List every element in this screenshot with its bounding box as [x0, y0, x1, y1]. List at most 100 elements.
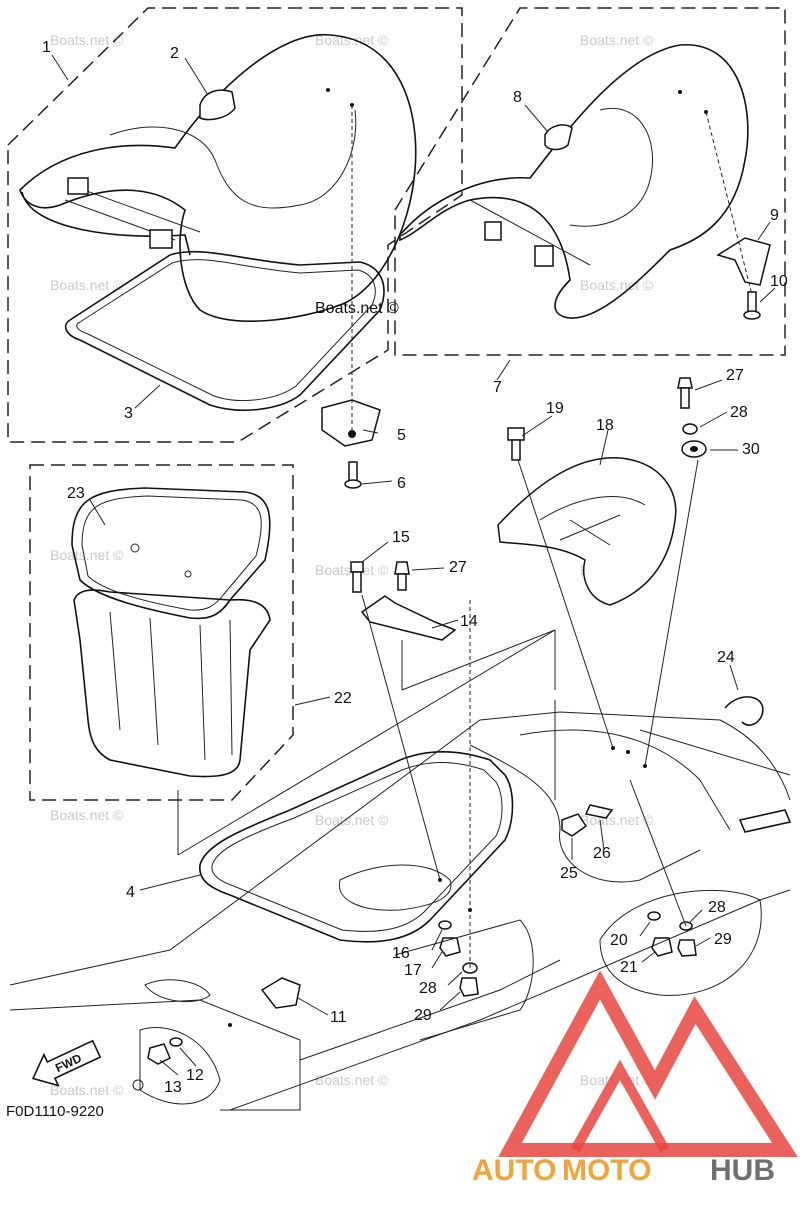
leader	[431, 929, 443, 951]
leader	[297, 997, 329, 1016]
group-boxes	[7, 7, 786, 801]
leader	[431, 619, 459, 629]
seat-seal-deck-inner	[211, 762, 503, 932]
nut	[147, 1043, 171, 1065]
leader	[139, 874, 201, 891]
washer	[438, 920, 452, 930]
bolt	[507, 427, 525, 441]
storage-box-body	[73, 589, 271, 778]
ref-line	[705, 111, 753, 296]
handle-cover	[497, 457, 677, 606]
storage-box-hole	[130, 543, 140, 553]
storage-box	[71, 487, 271, 778]
leader	[757, 221, 771, 241]
watermark: Boats.net ©	[50, 807, 124, 823]
hook-pin	[677, 377, 693, 389]
callout-28-right: 28	[708, 899, 726, 916]
deck-recess	[394, 919, 534, 1041]
nut	[439, 937, 461, 957]
leader	[294, 696, 331, 706]
callout-18: 18	[596, 417, 614, 434]
callout-7: 7	[493, 379, 502, 396]
leader	[695, 937, 711, 947]
rear-seat-group-box	[7, 7, 463, 443]
callout-27-center: 27	[449, 559, 467, 576]
rear-seat-hook	[149, 229, 173, 249]
leader	[641, 951, 656, 963]
ref-line	[517, 459, 614, 749]
ref-line	[644, 459, 699, 767]
hook-pin-stem	[397, 573, 407, 591]
seal-outer	[64, 250, 385, 411]
leader	[599, 819, 605, 851]
logo-text-moto: MOTO	[562, 1154, 651, 1187]
leader	[639, 921, 651, 937]
handle-cover-detail	[539, 496, 646, 546]
callout-16: 16	[392, 945, 410, 962]
deck-hole	[228, 1023, 232, 1027]
leader	[159, 1059, 179, 1076]
ref-line	[401, 629, 556, 691]
ref-line	[177, 629, 556, 856]
leader	[89, 499, 106, 526]
storage-box-group-box	[29, 464, 294, 801]
callout-1: 1	[42, 39, 51, 56]
nut	[459, 977, 479, 997]
reference-lines	[177, 105, 753, 968]
callout-20: 20	[610, 932, 628, 949]
front-seat	[399, 44, 749, 319]
automotohub-logo: AUTO MOTO HUB	[472, 970, 798, 1187]
deck-hole	[626, 750, 630, 754]
deck-panel	[599, 889, 762, 996]
watermark: Boats.net ©	[315, 812, 389, 828]
leader	[184, 57, 209, 96]
bolt-flange	[344, 479, 362, 489]
callout-12: 12	[186, 1067, 204, 1084]
nut	[677, 939, 697, 957]
bolt-stem	[511, 439, 521, 461]
logo-text-hub: HUB	[710, 1154, 775, 1187]
diagram-code: F0D1110-9220	[6, 1103, 104, 1120]
bolt-stem	[352, 571, 362, 593]
callout-15: 15	[392, 529, 410, 546]
hull-deck	[9, 711, 792, 1111]
callout-21: 21	[620, 959, 638, 976]
ref-line	[361, 594, 441, 881]
bolt	[747, 291, 757, 313]
front-seat-strap	[544, 124, 573, 151]
rear-seat-edge	[21, 191, 191, 256]
front-seat-body	[399, 44, 749, 319]
callout-8: 8	[513, 89, 522, 106]
callout-29-center: 29	[414, 1007, 432, 1024]
watermark: Boats.net ©	[580, 277, 654, 293]
logo-inner-icon	[570, 1059, 670, 1153]
callout-27-upper: 27	[726, 367, 744, 384]
rear-seat-contour	[109, 109, 357, 209]
front-seat-group-box	[394, 7, 786, 356]
deck-panel	[139, 1026, 221, 1105]
deck-line	[639, 729, 791, 776]
bolt-flange	[743, 310, 761, 320]
callout-28-upper: 28	[730, 404, 748, 421]
callout-22: 22	[334, 690, 352, 707]
callout-4: 4	[126, 884, 135, 901]
plate	[584, 804, 614, 819]
nut	[561, 813, 588, 837]
logo-text-auto: AUTO	[472, 1154, 556, 1187]
callout-28-center: 28	[419, 980, 437, 997]
callout-5: 5	[397, 427, 406, 444]
deck-line	[519, 729, 731, 831]
hook-pin	[394, 561, 410, 575]
front-seat-hook	[484, 221, 502, 241]
watermark: Boats.net ©	[50, 32, 124, 48]
storage-box-hole	[184, 570, 192, 578]
storage-box-gasket-inner	[81, 495, 262, 611]
callout-25: 25	[560, 865, 578, 882]
callout-6: 6	[397, 475, 406, 492]
bolt	[350, 561, 364, 573]
leader	[599, 429, 609, 466]
logo-mountain-icon	[498, 970, 798, 1157]
washer	[682, 423, 698, 435]
deck-opening	[338, 864, 452, 911]
hook-pin-stem	[680, 387, 690, 409]
